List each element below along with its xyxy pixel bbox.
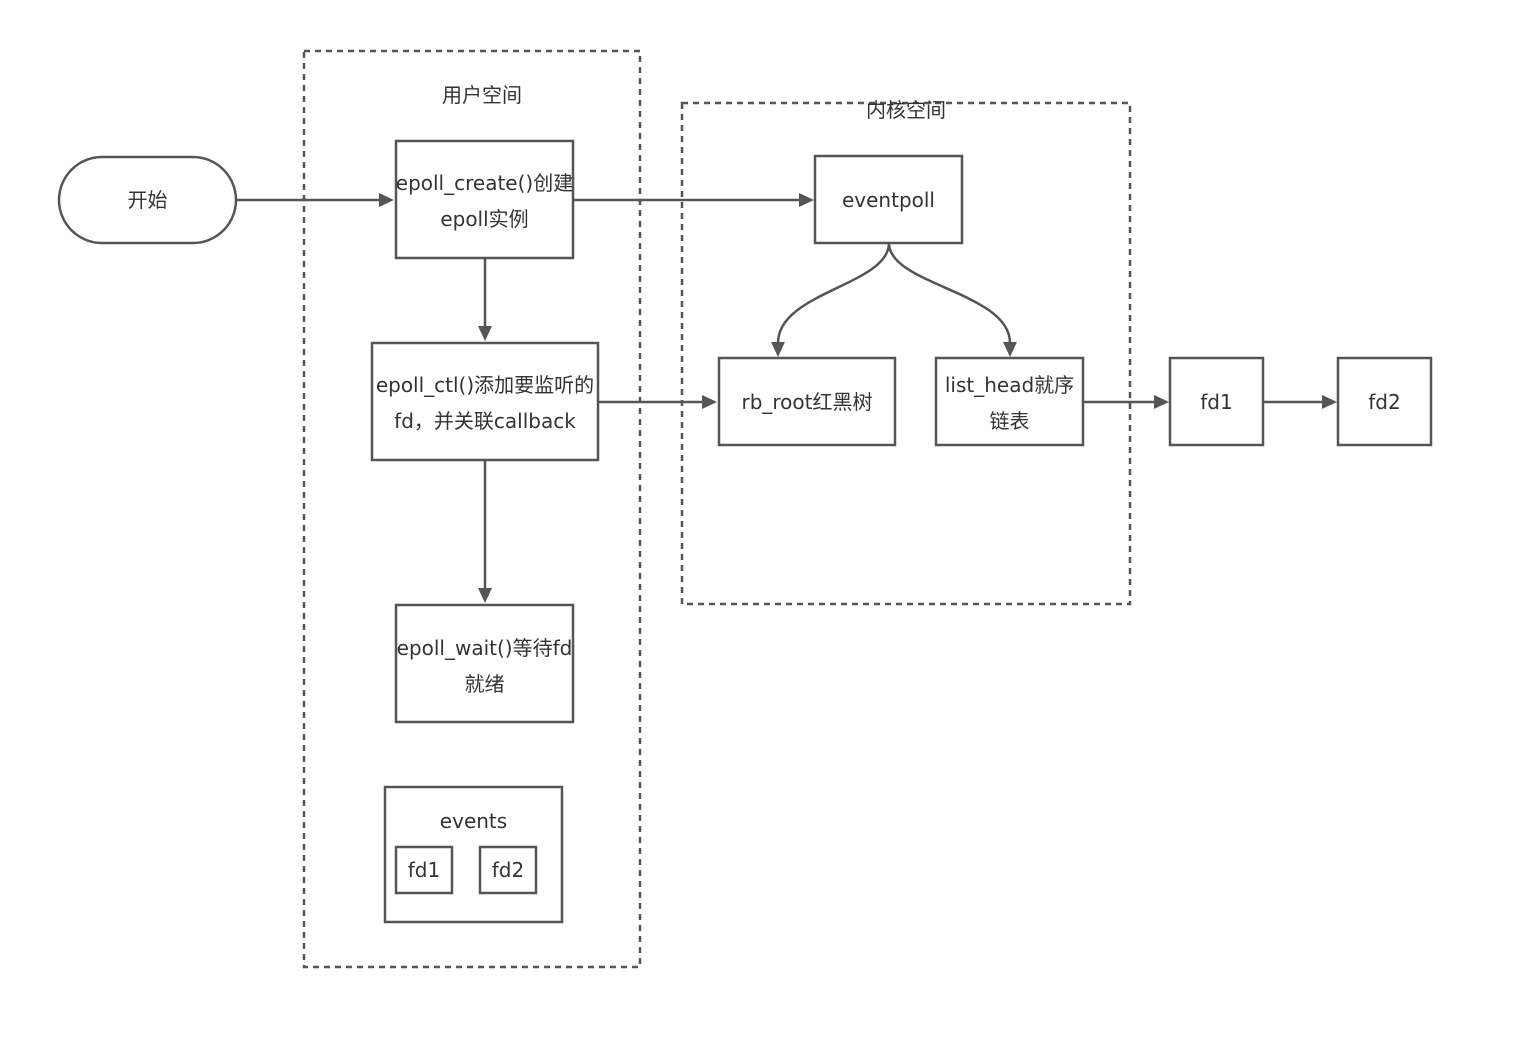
epoll-wait-node: epoll_wait()等待fd 就绪 <box>394 603 575 724</box>
fd2-box <box>1336 356 1433 447</box>
start-shape <box>57 155 238 245</box>
events-fd2-label: fd2 <box>492 858 524 882</box>
edges <box>236 193 1337 603</box>
user-space-border <box>302 49 642 969</box>
events-label: events <box>440 809 507 833</box>
eventpoll-label: eventpoll <box>842 188 935 212</box>
list-head-box <box>934 356 1085 447</box>
fd1-node: fd1 <box>1168 356 1265 447</box>
kernel-space-border <box>680 101 1132 606</box>
fd1-label: fd1 <box>1200 390 1232 414</box>
kernel-space-label: 内核空间 <box>866 98 946 122</box>
list-head-label-line1: list_head就序 <box>945 373 1074 397</box>
epoll-wait-box <box>394 603 575 724</box>
arrowhead-fd1 <box>1154 395 1169 409</box>
events-fd2-box <box>478 845 538 895</box>
arrowhead-rbroot <box>702 395 717 409</box>
epoll-wait-label-line1: epoll_wait()等待fd <box>397 636 573 660</box>
eventpoll-node: eventpoll <box>813 154 964 245</box>
rb-root-label: rb_root红黑树 <box>741 390 872 414</box>
user-space-region: 用户空间 <box>302 49 642 969</box>
list-head-node: list_head就序 链表 <box>934 356 1085 447</box>
epoll-create-node: epoll_create()创建 epoll实例 <box>394 139 575 260</box>
list-head-label-line2: 链表 <box>990 409 1030 433</box>
arrowhead-rbroot-curve <box>771 342 785 357</box>
rb-root-box <box>717 356 897 447</box>
edge-eventpoll-to-rbroot <box>776 242 891 344</box>
kernel-space-region: 内核空间 <box>680 98 1132 606</box>
arrowhead-eventpoll <box>799 193 814 207</box>
rb-root-node: rb_root红黑树 <box>717 356 897 447</box>
epoll-create-label-line2: epoll实例 <box>440 207 528 231</box>
epoll-ctl-box <box>370 341 600 462</box>
arrowhead-listhead-curve <box>1003 342 1017 357</box>
user-space-label: 用户空间 <box>442 83 522 107</box>
start-label: 开始 <box>128 188 168 212</box>
edge-eventpoll-to-listhead <box>887 242 1012 344</box>
arrowhead-ctl <box>478 326 492 341</box>
events-fd1-box <box>394 845 454 895</box>
arrowhead-create <box>379 193 394 207</box>
arrowhead-fd2 <box>1322 395 1337 409</box>
epoll-create-label-line1: epoll_create()创建 <box>396 171 573 195</box>
eventpoll-box <box>813 154 964 245</box>
events-fd1-label: fd1 <box>408 858 440 882</box>
epoll-wait-label-line2: 就绪 <box>465 672 505 696</box>
epoll-ctl-label-line1: epoll_ctl()添加要监听的 <box>376 373 594 397</box>
arrowhead-wait <box>478 588 492 603</box>
epoll-ctl-label-line2: fd，并关联callback <box>394 409 576 433</box>
fd2-label: fd2 <box>1368 390 1400 414</box>
epoll-ctl-node: epoll_ctl()添加要监听的 fd，并关联callback <box>370 341 600 462</box>
fd1-box <box>1168 356 1265 447</box>
start-node: 开始 <box>57 155 238 245</box>
epoll-create-box <box>394 139 575 260</box>
fd2-node: fd2 <box>1336 356 1433 447</box>
events-node: events fd1 fd2 <box>383 785 564 924</box>
